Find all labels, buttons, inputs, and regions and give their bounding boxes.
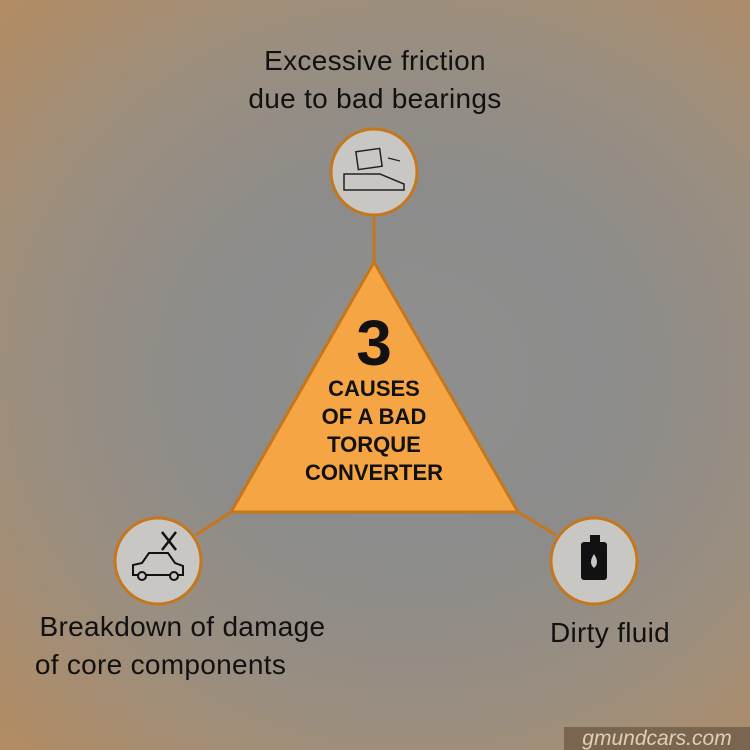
cause-count: 3 — [356, 307, 392, 379]
cause-top-label: Excessive friction due to bad bearings — [200, 42, 550, 118]
connector-right — [517, 510, 557, 537]
oil-can-icon — [549, 516, 639, 606]
cause-left-line-1: Breakdown of damage — [39, 611, 326, 642]
center-title-line-3: TORQUE — [327, 432, 421, 457]
cause-left-label: Breakdown of damage of core components — [0, 608, 365, 684]
connector-left — [195, 510, 232, 537]
car-repair-icon — [113, 516, 203, 606]
cause-right-line-1: Dirty fluid — [550, 617, 670, 648]
cause-right-label: Dirty fluid — [510, 614, 710, 652]
watermark: gmundcars.com — [564, 727, 750, 750]
cause-top-line-2: due to bad bearings — [248, 83, 502, 114]
cause-top-line-1: Excessive friction — [264, 45, 486, 76]
friction-block-icon — [329, 127, 419, 217]
center-title-line-1: CAUSES — [328, 376, 420, 401]
cause-left-line-2: of core components — [34, 649, 287, 680]
center-title-line-4: CONVERTER — [304, 460, 444, 485]
center-title-line-2: OF A BAD — [321, 404, 427, 429]
center-triangle — [228, 258, 521, 514]
center-title: CAUSES OF A BAD TORQUE CONVERTER — [274, 375, 474, 487]
